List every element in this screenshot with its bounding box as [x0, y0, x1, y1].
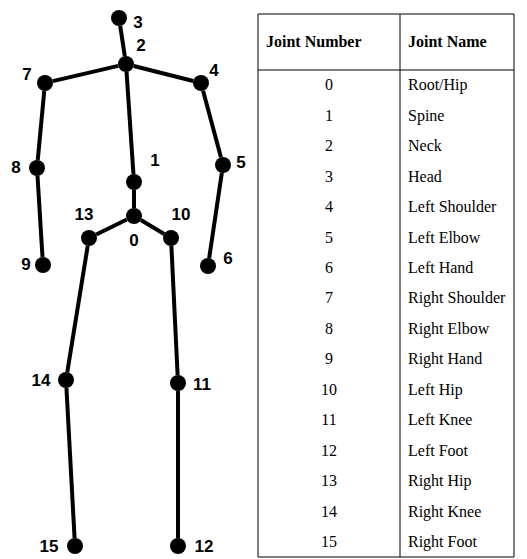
- joint-number: 15: [40, 538, 59, 555]
- bone-line: [134, 66, 193, 81]
- joint-number-cell: 7: [325, 289, 333, 307]
- bone-line: [203, 91, 221, 158]
- joint-name-cell: Left Elbow: [408, 229, 480, 247]
- bone-line: [96, 220, 127, 235]
- joint-name-cell: Left Hip: [408, 381, 463, 399]
- joint-number: 12: [195, 538, 214, 555]
- joint-dot: 7: [37, 75, 53, 91]
- joint-number-cell: 1: [325, 107, 333, 125]
- joint-number-cell: 4: [325, 198, 333, 216]
- joint-dot: 9: [35, 257, 51, 273]
- joint-dot: 11: [170, 375, 186, 391]
- joint-number-cell: 12: [321, 442, 337, 460]
- joint-number-cell: 15: [321, 533, 337, 551]
- joint-name-cell: Left Knee: [408, 411, 472, 429]
- joint-dot: 4: [193, 75, 209, 91]
- joint-number: 7: [22, 66, 31, 83]
- joint-number: 9: [21, 256, 30, 273]
- joint-number-cell: 5: [325, 229, 333, 247]
- joint-number-cell: 14: [321, 503, 337, 521]
- joint-number: 11: [193, 376, 211, 393]
- joint-dot: 14: [58, 372, 74, 388]
- bone-line: [37, 176, 42, 257]
- table-rule: [258, 14, 259, 557]
- joint-name-cell: Right Hand: [408, 350, 482, 368]
- joint-number: 3: [133, 14, 142, 31]
- joint-name-cell: Neck: [408, 137, 442, 155]
- joint-name-cell: Right Knee: [408, 503, 481, 521]
- bone-line: [53, 66, 118, 81]
- joint-dot: 5: [215, 157, 231, 173]
- joint-dot: 3: [111, 10, 127, 26]
- table-header: Joint Name: [408, 33, 487, 51]
- joint-number: 6: [223, 250, 232, 267]
- joint-dot: 8: [29, 160, 45, 176]
- joint-name-cell: Head: [408, 168, 442, 186]
- joint-name-cell: Right Shoulder: [408, 289, 505, 307]
- bone-line: [209, 173, 222, 258]
- joint-dot: 0: [126, 208, 142, 224]
- joint-dot: 1: [126, 174, 142, 190]
- joint-dot: 10: [163, 230, 179, 246]
- joint-name-cell: Spine: [408, 107, 444, 125]
- joint-name-cell: Right Foot: [408, 533, 477, 551]
- joint-number: 14: [32, 372, 51, 389]
- joint-name-cell: Right Elbow: [408, 320, 489, 338]
- joint-dot: 2: [118, 56, 134, 72]
- joint-name-cell: Left Foot: [408, 442, 468, 460]
- table-rule: [400, 14, 401, 557]
- joint-number-cell: 6: [325, 259, 333, 277]
- joint-number: 10: [172, 206, 191, 223]
- bone-line: [127, 72, 134, 174]
- joint-name-cell: Left Hand: [408, 259, 473, 277]
- table-rule: [258, 557, 514, 558]
- joint-name-cell: Left Shoulder: [408, 198, 496, 216]
- joint-number-cell: 0: [325, 76, 333, 94]
- joint-dot: 15: [67, 538, 83, 554]
- joint-number-cell: 13: [321, 472, 337, 490]
- bone-line: [171, 246, 177, 375]
- joint-name-cell: Right Hip: [408, 472, 472, 490]
- bone-line: [141, 220, 164, 234]
- joint-dot: 13: [81, 230, 97, 246]
- joint-number: 4: [209, 62, 218, 79]
- table-rule: [514, 14, 515, 557]
- joint-name-cell: Root/Hip: [408, 76, 468, 94]
- joint-number-cell: 10: [321, 381, 337, 399]
- bone-line: [66, 388, 74, 538]
- joint-dot: 6: [200, 258, 216, 274]
- joint-number: 13: [75, 206, 94, 223]
- bone-line: [132, 190, 136, 208]
- table-rule: [258, 14, 514, 15]
- bone-line: [38, 91, 45, 160]
- joint-number-cell: 8: [325, 320, 333, 338]
- table-header: Joint Number: [266, 33, 362, 51]
- joint-number-cell: 9: [325, 350, 333, 368]
- joint-number-cell: 11: [321, 411, 336, 429]
- joint-number-cell: 3: [325, 168, 333, 186]
- joint-dot: 12: [170, 538, 186, 554]
- bone-line: [120, 26, 125, 56]
- table-rule: [258, 70, 514, 71]
- joint-number: 2: [136, 37, 145, 54]
- joint-number: 0: [129, 232, 138, 249]
- joint-number: 1: [150, 152, 159, 169]
- bone-line: [176, 391, 180, 538]
- joint-number-cell: 2: [325, 137, 333, 155]
- joint-number: 8: [11, 159, 20, 176]
- joint-number: 5: [236, 154, 245, 171]
- bone-line: [67, 246, 87, 372]
